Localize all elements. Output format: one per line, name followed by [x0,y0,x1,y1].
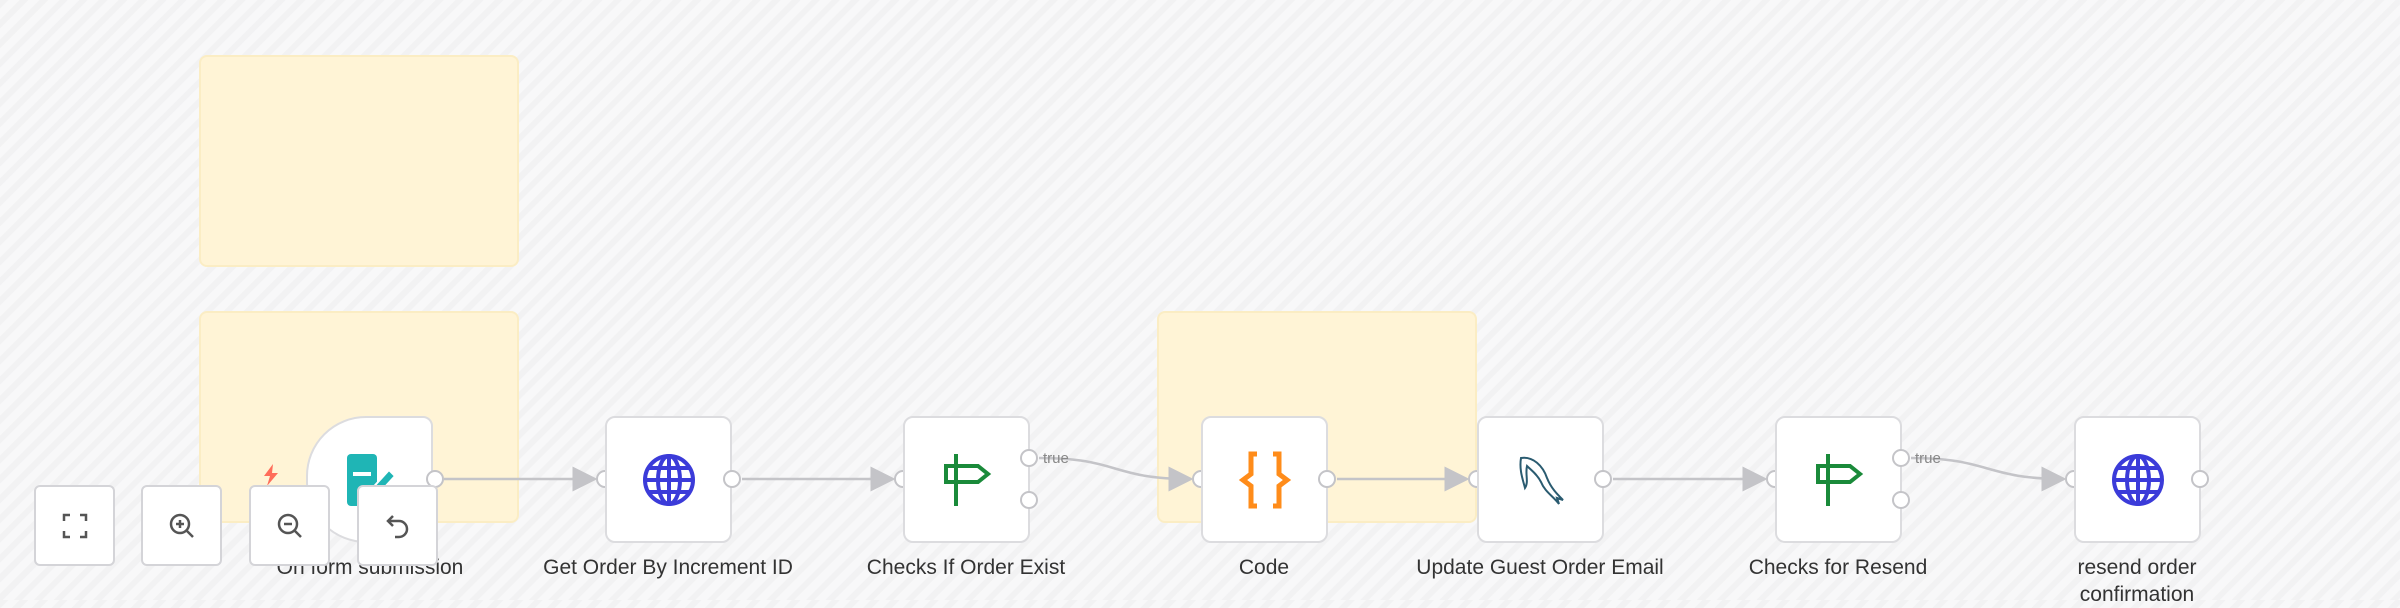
edge-label-true: true [1043,450,1069,467]
edge [1038,456,1194,492]
zoom-out-icon [277,513,302,538]
node-label: Checks If Order Exist [866,556,1066,579]
fit-view-icon [62,513,87,538]
output-handle-false[interactable] [1892,491,1910,509]
node-label: Code [1238,556,1290,579]
node-get-order-by-increment-id[interactable] [605,416,732,543]
globe-icon [642,453,695,506]
output-handle[interactable] [1318,470,1336,488]
node-label: Update Guest Order Email [1416,556,1664,579]
edge [1910,456,2067,492]
sticky-note[interactable] [199,55,519,267]
mysql-dolphin-icon [1519,456,1564,505]
globe-icon [2111,453,2164,506]
node-checks-if-order-exist[interactable] [903,416,1030,543]
node-resend-order-confirmation[interactable] [2074,416,2201,543]
zoom-out-button[interactable] [249,485,330,566]
node-label: Checks for Resend [1748,556,1928,579]
output-handle-false[interactable] [1020,491,1038,509]
output-handle[interactable] [723,470,741,488]
code-braces-icon [1238,451,1291,508]
undo-icon [385,514,408,538]
edge-label-true: true [1915,450,1941,467]
node-checks-for-resend[interactable] [1775,416,1902,543]
output-handle[interactable] [2191,470,2209,488]
zoom-in-icon [169,513,194,538]
undo-button[interactable] [357,485,438,566]
signpost-icon [1815,453,1863,506]
signpost-icon [943,453,991,506]
output-handle-true[interactable] [1892,449,1910,467]
node-label: Get Order By Increment ID [543,556,793,579]
zoom-in-button[interactable] [141,485,222,566]
fit-view-button[interactable] [34,485,115,566]
node-update-guest-order-email[interactable] [1477,416,1604,543]
lightning-icon [264,464,278,486]
node-code[interactable] [1201,416,1328,543]
output-handle[interactable] [1594,470,1612,488]
output-handle-true[interactable] [1020,449,1038,467]
